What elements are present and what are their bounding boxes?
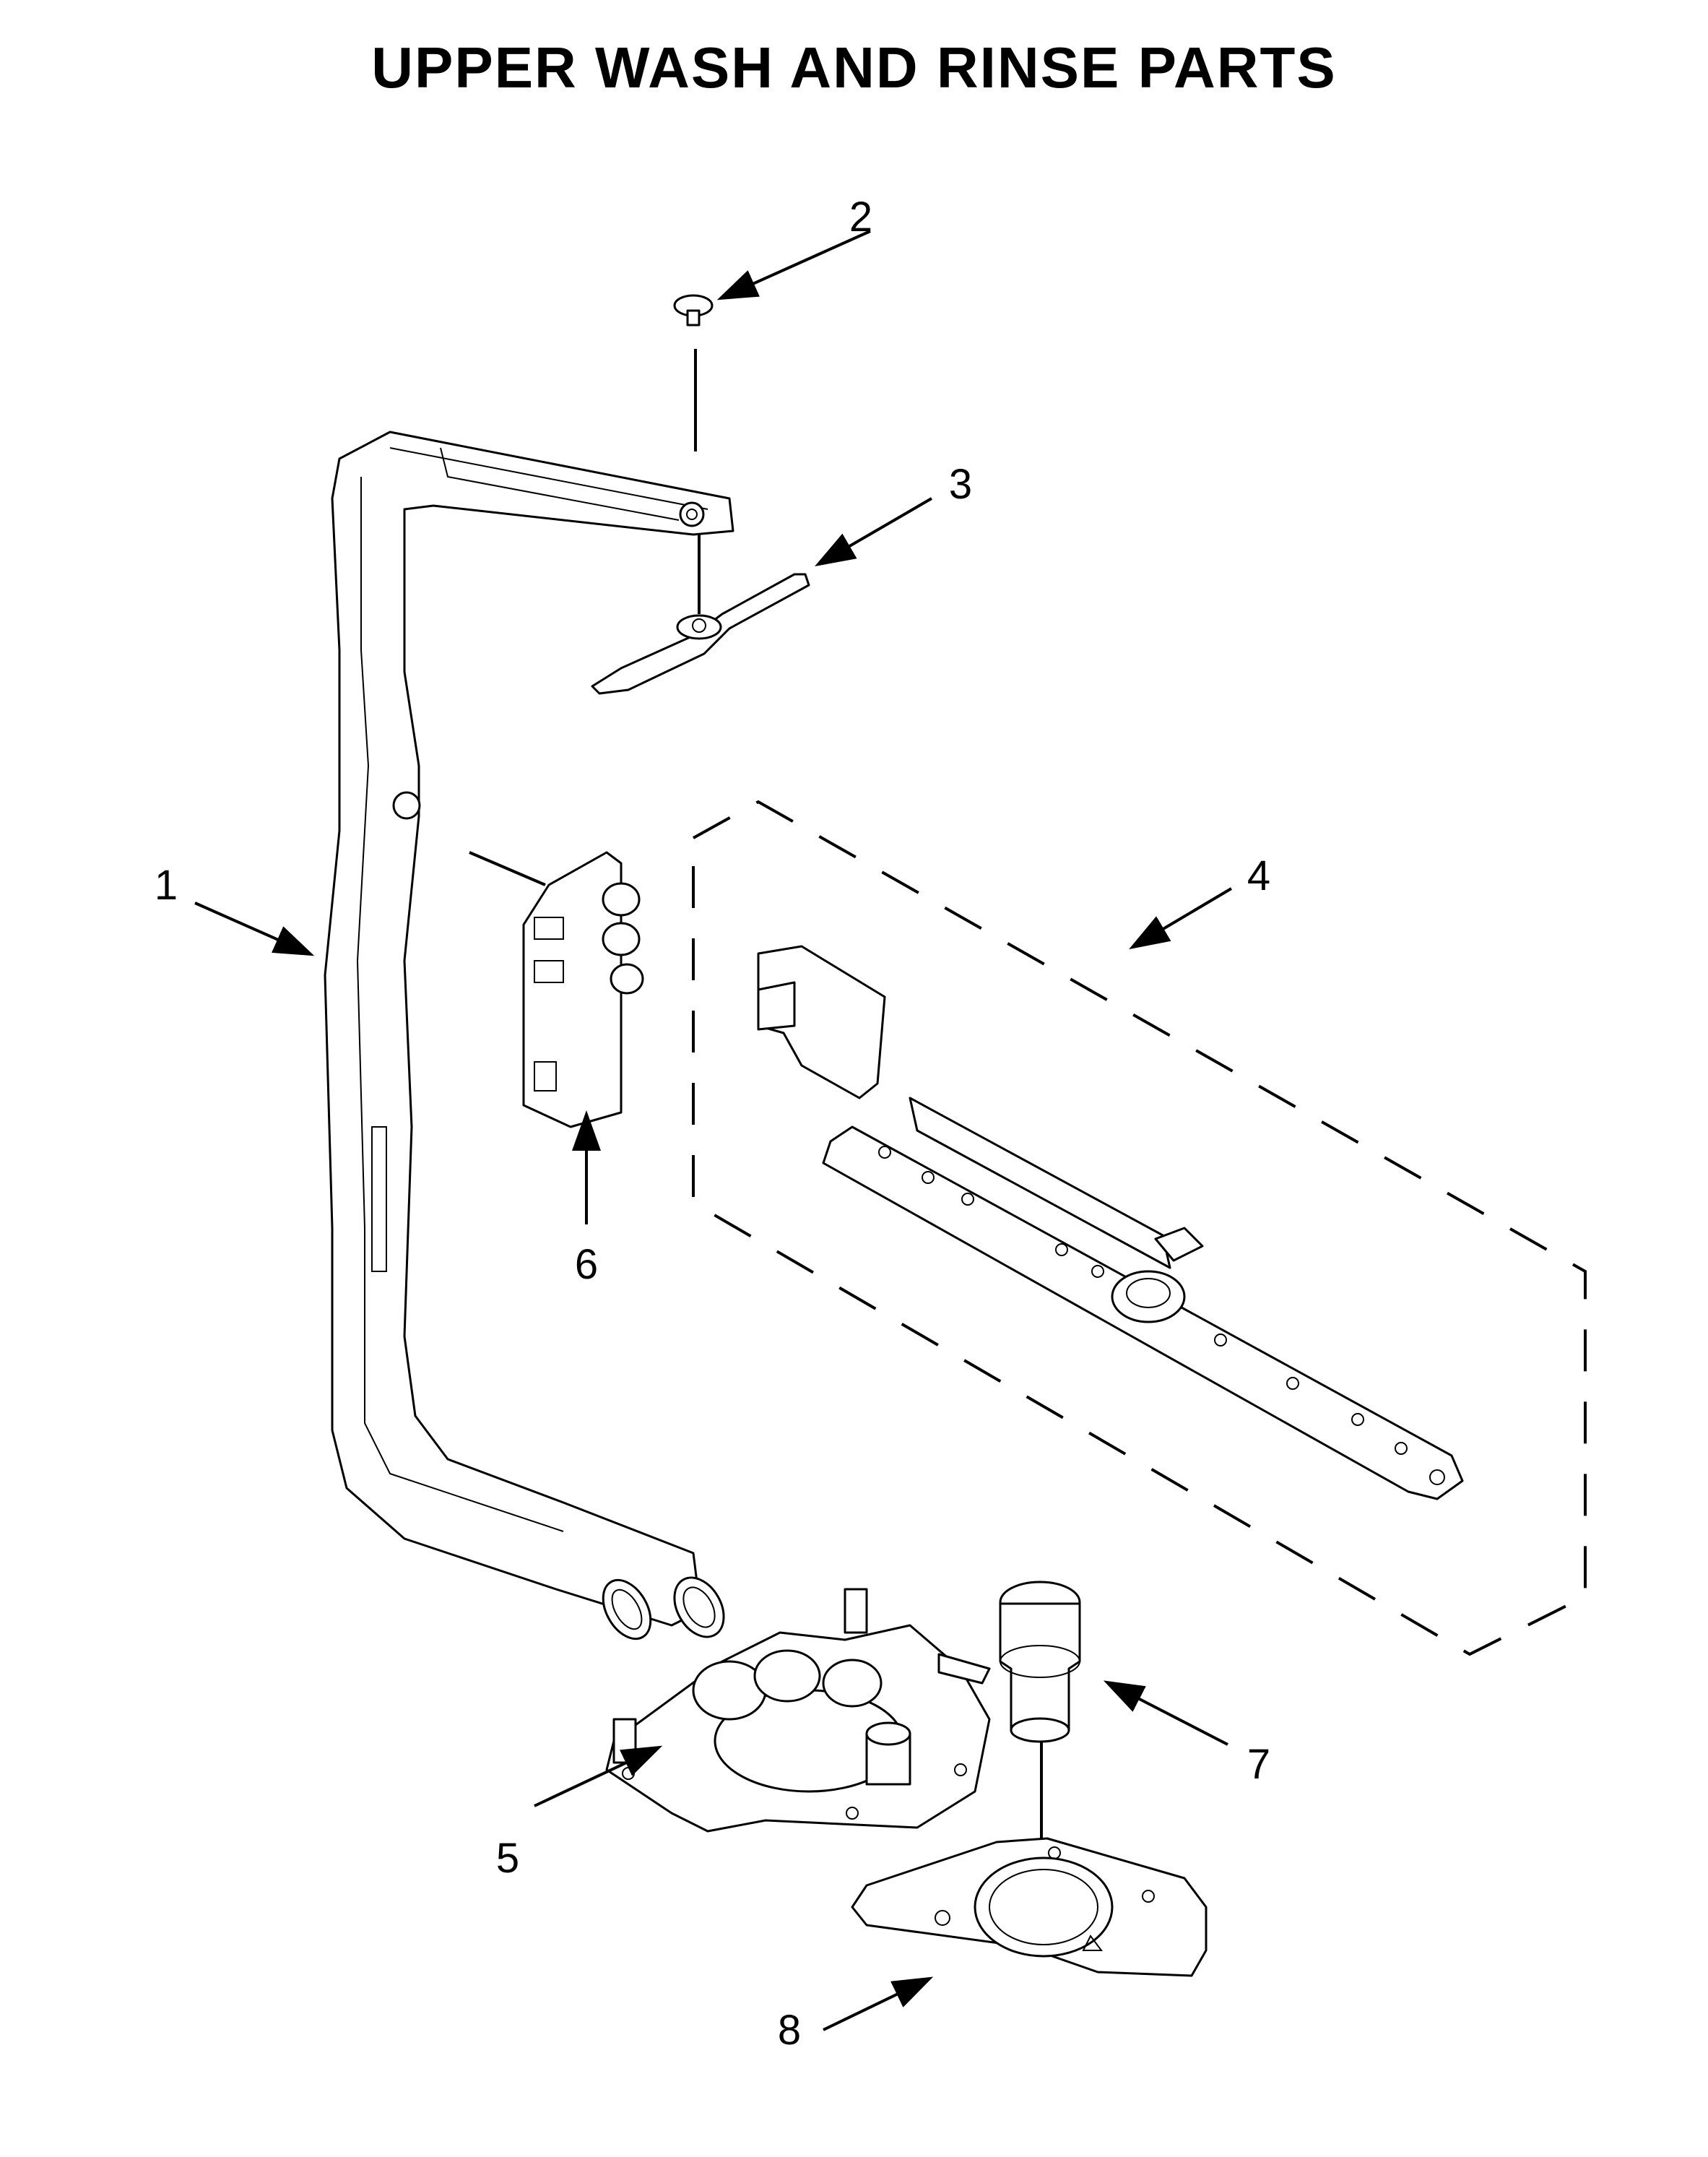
part-1-conduit[interactable] [324, 431, 734, 1647]
leader-6-upper [469, 851, 546, 886]
part-3-upper-spray-arm[interactable] [591, 573, 810, 695]
callout-6: 6 [575, 1241, 598, 1288]
hose-coupling-left [602, 1578, 652, 1641]
page-title: UPPER WASH AND RINSE PARTS [371, 35, 1337, 100]
leader-2 [716, 230, 871, 301]
leader-7 [1103, 1680, 1228, 1746]
callout-4: 4 [1247, 852, 1270, 899]
callout-5: 5 [496, 1835, 519, 1882]
part-8-filter-plate[interactable] [851, 1837, 1208, 1977]
callout-8: 8 [778, 2007, 801, 2054]
part-2-cap[interactable] [673, 294, 714, 327]
callout-3: 3 [949, 461, 972, 508]
leader-3 [815, 497, 933, 567]
leader-4 [1129, 887, 1233, 950]
part-4-lower-spray-arm[interactable] [757, 945, 1464, 1500]
leader-8 [823, 1976, 934, 2031]
part-6-diverter[interactable] [522, 851, 644, 1128]
part-7-filter[interactable] [999, 1581, 1081, 1743]
callout-7: 7 [1247, 1741, 1270, 1788]
part-4-assembly-outline [692, 800, 1587, 1656]
part-5-pump-housing[interactable] [605, 1588, 991, 1833]
hose-coupling-right [673, 1576, 725, 1638]
leader-5 [534, 1745, 663, 1807]
callout-2: 2 [849, 194, 872, 241]
leader-1 [194, 902, 315, 956]
callout-1: 1 [155, 862, 178, 909]
